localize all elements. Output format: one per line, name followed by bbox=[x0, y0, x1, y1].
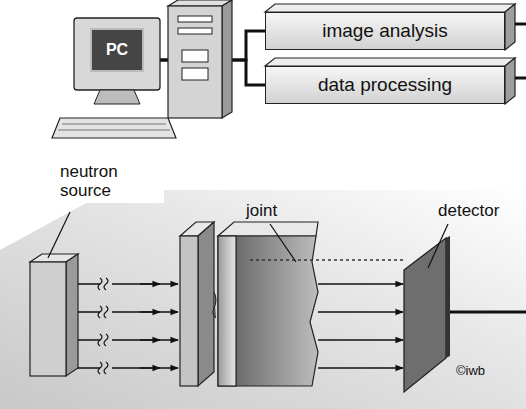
neutron-beams bbox=[78, 284, 178, 368]
leader-lines bbox=[48, 212, 448, 268]
monitor-screen: PC bbox=[90, 28, 144, 72]
floor-shade bbox=[0, 190, 526, 409]
pc-monitor bbox=[52, 18, 176, 138]
detector-panel bbox=[404, 236, 526, 392]
process-box: image analysis bbox=[265, 12, 505, 50]
part-label: neutron source bbox=[52, 160, 164, 203]
node-text: data processing bbox=[318, 74, 452, 96]
copyright-note: ©iwb bbox=[456, 364, 485, 378]
transmitted-beams bbox=[250, 260, 403, 368]
node-text: image analysis bbox=[322, 20, 448, 42]
part-label: detector bbox=[438, 202, 499, 221]
beam-break bbox=[98, 278, 108, 374]
process-box: data processing bbox=[265, 66, 505, 104]
node-text: PC bbox=[106, 41, 128, 59]
part-label: joint bbox=[246, 202, 277, 221]
pc-tower bbox=[168, 0, 232, 118]
joint-plates bbox=[180, 222, 318, 386]
neutron-source-block bbox=[30, 254, 78, 376]
box-depth bbox=[265, 4, 526, 104]
